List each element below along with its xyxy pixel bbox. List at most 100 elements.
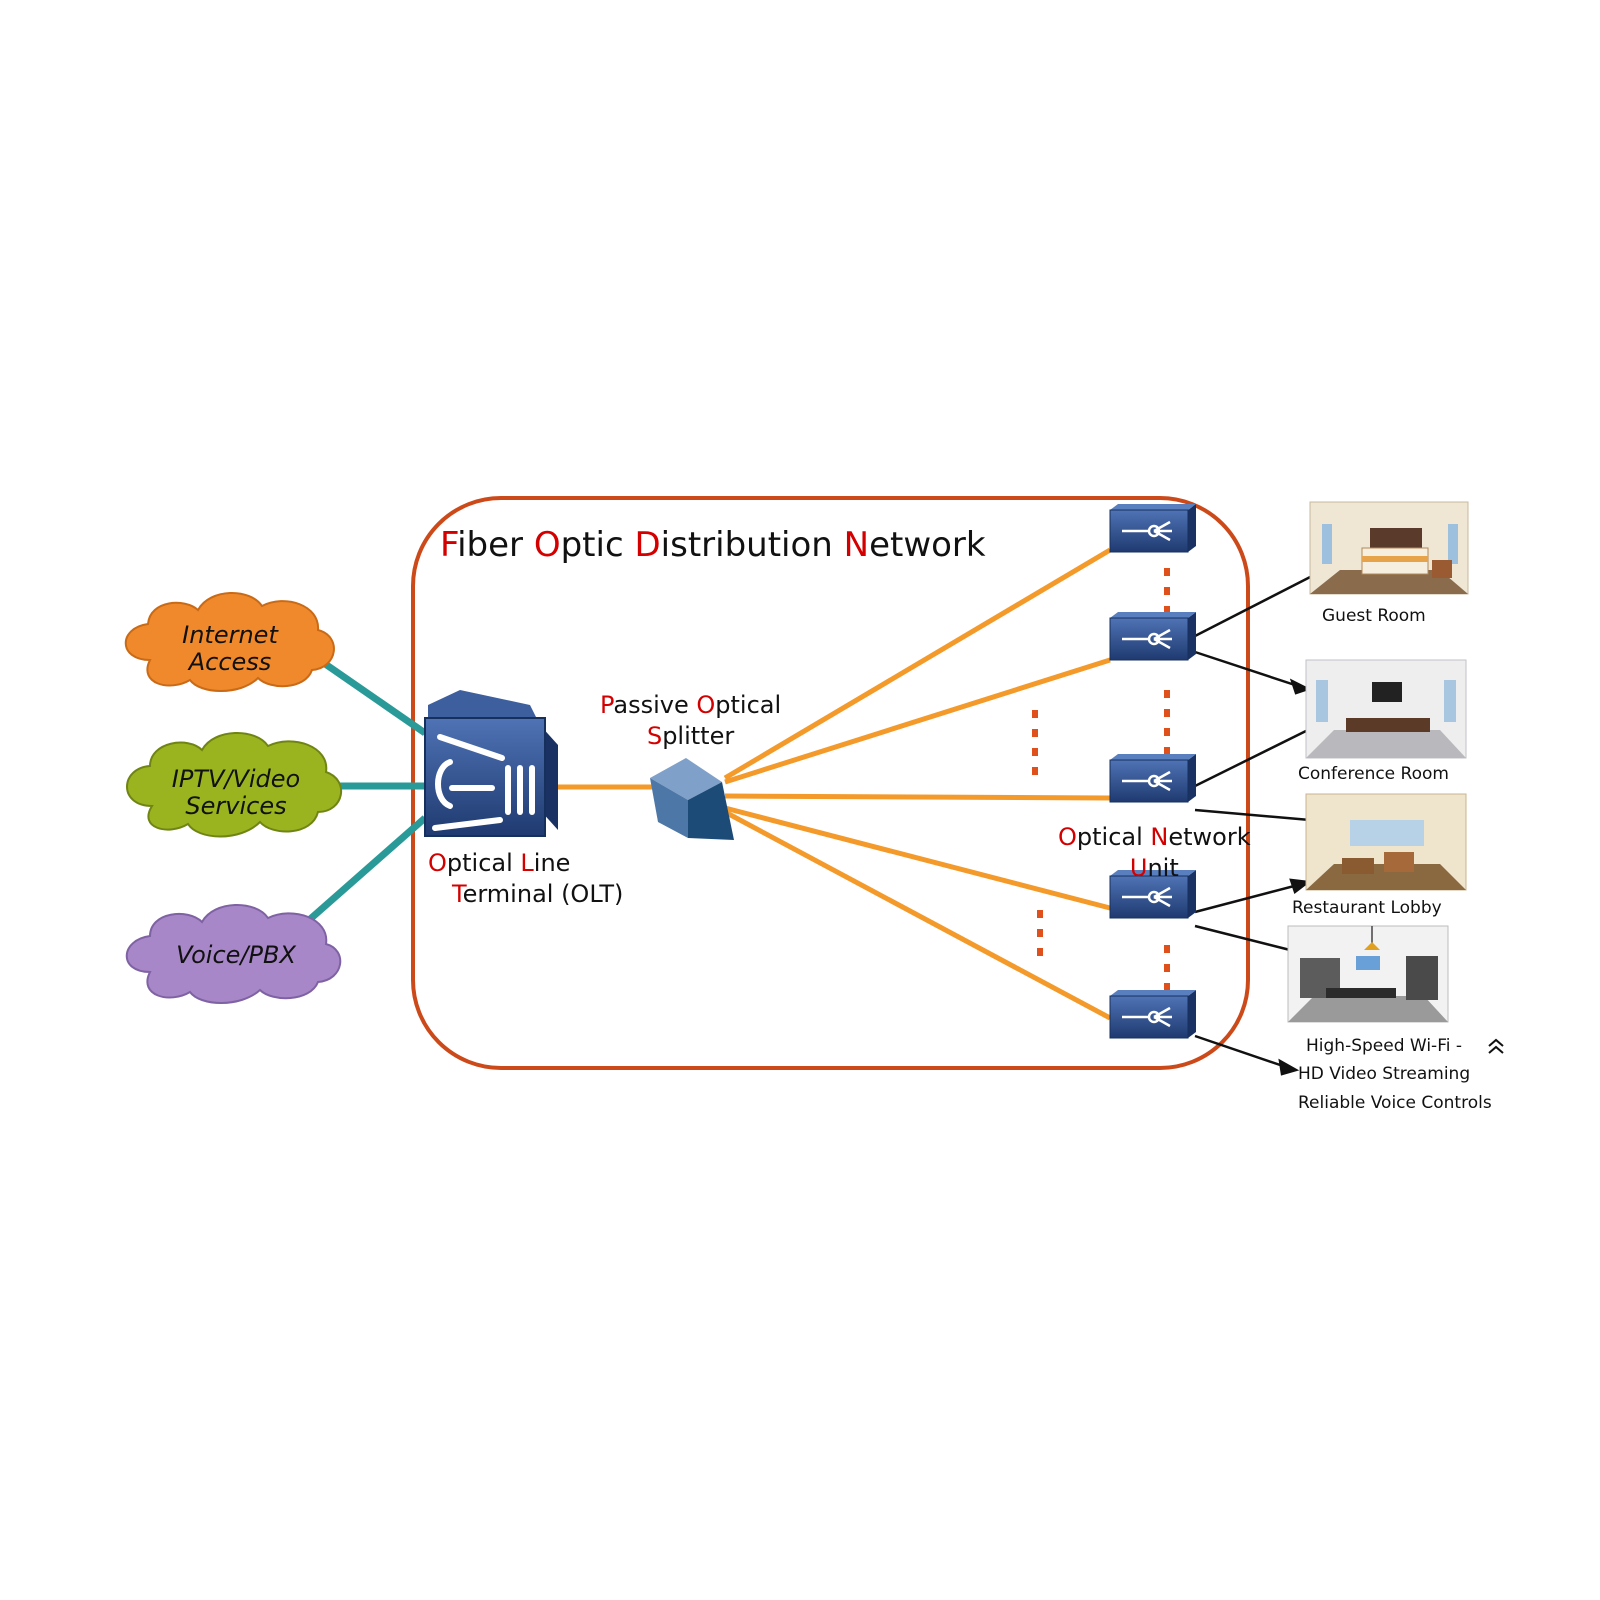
cloud-label-line: Voice/PBX [176,941,296,969]
splitter-arrow-icon [1122,628,1172,650]
splitter-arrow-icon [1122,886,1172,908]
olt-label-line1: Optical Line [428,848,623,879]
olt-label: Optical Line Terminal (OLT) [428,848,623,910]
cloud-label-line: Access [188,648,272,676]
wall-cabinet-right [1406,956,1438,1000]
title-word-rest: ptic [560,525,635,565]
splitter-arrow-icon [1122,770,1172,792]
olt-arrows-icon [432,734,535,831]
window-right [1448,524,1458,564]
wifi-icon [1488,1038,1504,1054]
cloud-shape [125,904,342,1004]
title-word-rest: istribution [660,525,844,565]
caption-initial: T [452,880,463,908]
counter [1342,858,1374,874]
olt-device [424,690,558,837]
onu-device-3 [1109,754,1196,803]
onu-top [1110,870,1196,876]
feature-wifi: High-Speed Wi-Fi - [1306,1036,1462,1056]
chair [1432,560,1452,578]
link-features [1194,1034,1287,1069]
guest-room-label: Guest Room [1322,606,1426,626]
window-right [1444,680,1456,722]
title-word-rest: etwork [869,525,986,565]
title-word-rest: iber [457,525,534,565]
link-conference-room-a [1194,650,1299,688]
olt-top [428,690,540,725]
caption-initial: O [428,849,447,877]
splitter-label: Passive Optical Splitter [600,690,781,752]
onu-device-1 [1109,504,1196,553]
arrowhead [1289,878,1312,895]
title-initial: D [634,525,661,565]
monitor [1356,956,1380,970]
onu-label-line1: Optical Network [1058,822,1251,853]
splitter-arrow-icon [1122,1006,1172,1028]
splitter-fibers [723,547,1112,1021]
caption-text: nit [1147,854,1179,882]
cloud-label-line: Internet [182,621,278,649]
link-conference-room-b [1194,726,1313,788]
caption-initial: O [696,691,716,719]
caption-text: ptical [715,691,782,719]
onu-side [1188,754,1196,802]
window-band [1350,820,1424,846]
diagram-title: Fiber Optic Distribution Network [440,525,986,565]
title-initial: N [843,525,870,565]
onu-device-5 [1109,990,1196,1039]
room-connections [1194,571,1319,1076]
splitter-arrow-icon [1122,520,1172,542]
caption-initial: L [520,849,534,877]
window-left [1322,524,1332,564]
splitter-left [650,778,688,838]
caption-text: assive [613,691,697,719]
room-conference-room-image [1305,659,1467,759]
caption-initial: U [1129,854,1148,882]
conference-table [1346,718,1430,732]
voice-link [297,815,428,931]
olt-label-line2: Terminal (OLT) [428,879,623,910]
pendant-lamp [1364,942,1380,950]
room-restaurant-lobby-image [1305,793,1467,891]
caption-text: plitter [662,722,735,750]
passive-splitter-device [650,758,734,840]
onu-side [1188,870,1196,918]
title-initial: F [440,525,458,565]
caption-initial: S [646,722,663,750]
onu-device-4 [1109,870,1196,919]
fiber-3 [724,793,1111,801]
onu-top [1110,990,1196,996]
onu-label-line2: Unit [1058,853,1251,884]
link-restaurant-lobby-a [1194,808,1311,822]
room-office-image [1287,925,1449,1023]
continuation-dots [1032,568,1170,1005]
onu-side [1188,990,1196,1038]
onu-top [1110,754,1196,760]
link-guest-room [1194,571,1319,638]
onu-side [1188,612,1196,660]
screen [1372,682,1402,702]
cloud-label-line: Services [185,792,287,820]
fiber-5 [723,809,1112,1021]
caption-initial: O [1058,823,1077,851]
caption-text: ptical [446,849,521,877]
feature-hd-video: HD Video Streaming [1298,1064,1471,1084]
room-floor [1288,996,1448,1022]
room-guest-room-image [1309,501,1469,595]
arrowhead [1278,1058,1300,1076]
caption-initial: P [600,691,614,719]
cloud-shape [124,592,335,692]
cloud-internet-access [124,592,335,692]
room-floor [1306,730,1466,758]
splitter-label-line2: Splitter [600,721,781,752]
conference-room-label: Conference Room [1298,764,1449,784]
caption-initial: N [1150,823,1169,851]
onu-device-2 [1109,612,1196,661]
splitter-right [688,782,734,840]
iptv-video-label: IPTV/Video Services [146,766,326,820]
caption-text: etwork [1168,823,1251,851]
fiber-2 [724,657,1111,785]
link-office [1194,924,1299,954]
splitter-label-line1: Passive Optical [600,690,781,721]
